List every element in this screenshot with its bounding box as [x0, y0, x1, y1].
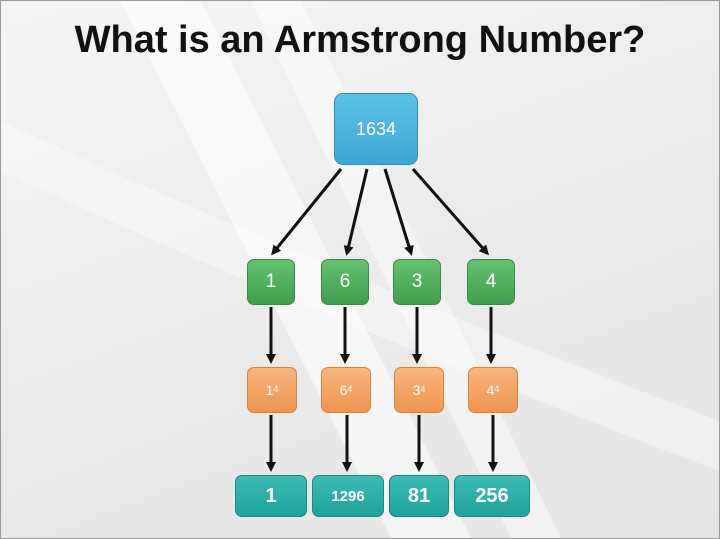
power-base: 4: [486, 382, 495, 398]
result-node: 1296: [312, 475, 384, 517]
arrow-root-to-digit-6: [343, 168, 369, 256]
digit-node: 1: [247, 259, 295, 305]
arrow-root-to-digit-1: [271, 168, 343, 256]
power-exponent: 4: [347, 384, 353, 394]
result-node: 1: [235, 475, 307, 517]
power-base: 3: [412, 382, 421, 398]
power-base: 1: [265, 382, 274, 398]
power-exponent: 4: [420, 384, 426, 394]
digit-node: 6: [321, 259, 369, 305]
slide-title: What is an Armstrong Number?: [74, 19, 646, 61]
root-number-node: 1634: [334, 93, 418, 165]
power-exponent: 4: [273, 384, 279, 394]
arrow-root-to-digit-3: [383, 168, 414, 256]
power-exponent: 4: [494, 384, 500, 394]
power-base: 6: [339, 382, 348, 398]
result-node: 256: [454, 475, 530, 517]
digit-node: 4: [467, 259, 515, 305]
arrow-root-to-digit-4: [411, 168, 489, 256]
result-node: 81: [389, 475, 449, 517]
digit-node: 3: [393, 259, 441, 305]
